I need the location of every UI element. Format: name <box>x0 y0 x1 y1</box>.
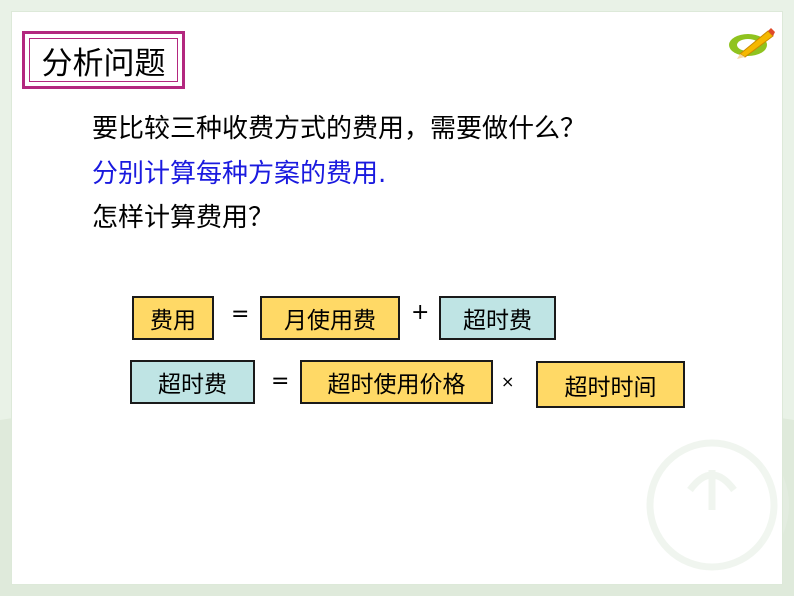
title-frame: 分析问题 <box>22 31 185 89</box>
formula2-lhs-box: 超时费 <box>130 360 255 404</box>
formula1-term2-box: 超时费 <box>439 296 556 340</box>
formula1-equals: = <box>231 302 250 327</box>
formula2-term1-box: 超时使用价格 <box>300 360 493 404</box>
formula2-times: × <box>501 372 515 391</box>
formula1-lhs-box: 费用 <box>132 296 214 340</box>
page-title: 分析问题 <box>29 38 178 82</box>
answer-text: 分别计算每种方案的费用. <box>92 159 387 189</box>
formula1-plus: + <box>411 300 430 325</box>
formula2-equals: = <box>271 369 290 394</box>
how-text: 怎样计算费用？ <box>92 203 275 233</box>
formula2-term2-box: 超时时间 <box>536 361 685 408</box>
formula1-term1-box: 月使用费 <box>260 296 400 340</box>
question-text: 要比较三种收费方式的费用，需要做什么？ <box>92 114 587 144</box>
pencil-logo-icon <box>729 28 775 59</box>
